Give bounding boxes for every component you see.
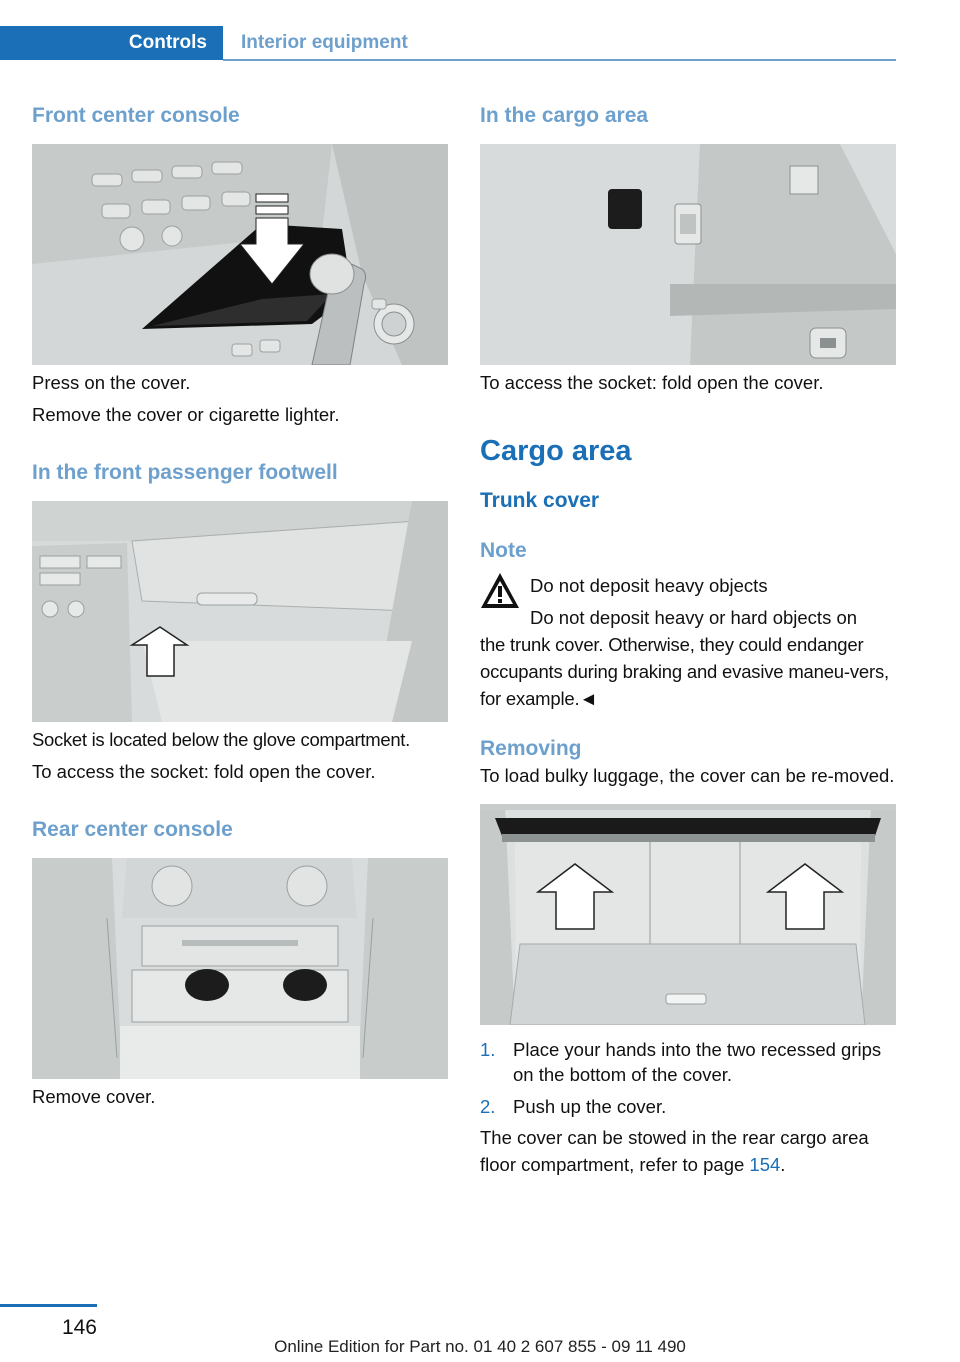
page-reference-link[interactable]: 154 — [749, 1154, 781, 1175]
left-column: Front center console — [32, 100, 448, 1110]
rear-center-text-1: Remove cover. — [32, 1086, 156, 1107]
step-text: Place your hands into the two recessed g… — [513, 1039, 882, 1085]
footwell-text-1: Socket is located below the glove compar… — [32, 729, 410, 750]
tab-controls[interactable]: Controls — [0, 26, 223, 60]
heading-note: Note — [480, 539, 527, 562]
step-number: 1. — [480, 1039, 496, 1060]
heading-front-center-console: Front center console — [32, 104, 240, 127]
front-center-console-figure — [32, 144, 448, 365]
stow-text-end: . — [780, 1154, 786, 1175]
stow-text: The cover can be stowed in the rear carg… — [480, 1124, 896, 1178]
warning-title: Do not deposit heavy objects — [530, 575, 768, 596]
footwell-text-2: To access the socket: fold open the cove… — [32, 761, 376, 782]
step-text: Push up the cover. — [513, 1096, 667, 1117]
tab-interior-equipment[interactable]: Interior equipment — [241, 32, 408, 53]
list-item: 2. Push up the cover. — [480, 1094, 896, 1119]
warning-line-1: Do not deposit heavy or hard objects on — [530, 607, 858, 628]
tab-divider — [223, 59, 896, 61]
cargo-area-socket-figure — [480, 144, 896, 365]
front-center-step-1: Press on the cover. — [32, 372, 191, 393]
trunk-cover-removal-figure — [480, 804, 896, 1025]
heading-rear-center-console: Rear center console — [32, 818, 233, 841]
chapter-tab-bar: Controls Interior equipment — [0, 26, 896, 62]
footer-rule — [0, 1304, 97, 1307]
heading-front-passenger-footwell: In the front passenger footwell — [32, 461, 338, 484]
heading-cargo-area: Cargo area — [480, 435, 632, 467]
heading-removing: Removing — [480, 737, 582, 760]
list-item: 1. Place your hands into the two recessed… — [480, 1037, 896, 1087]
page-number: 146 — [61, 1316, 97, 1339]
front-passenger-footwell-figure — [32, 501, 448, 722]
warning-block: Do not deposit heavy objects Do not depo… — [480, 572, 896, 712]
removal-steps-list: 1. Place your hands into the two recessed… — [480, 1037, 896, 1119]
heading-in-the-cargo-area: In the cargo area — [480, 104, 649, 127]
edition-note: Online Edition for Part no. 01 40 2 607 … — [274, 1337, 686, 1356]
rear-center-console-figure — [32, 858, 448, 1079]
front-center-step-2: Remove the cover or cigarette lighter. — [32, 404, 340, 425]
stow-text-body: The cover can be stowed in the rear carg… — [480, 1127, 869, 1175]
removing-intro: To load bulky luggage, the cover can be … — [480, 765, 895, 786]
right-column: In the cargo area To access the socket: … — [480, 100, 896, 1178]
cargo-socket-text-1: To access the socket: fold open the cove… — [480, 372, 824, 393]
warning-text: the trunk cover. Otherwise, they could e… — [480, 634, 889, 709]
step-number: 2. — [480, 1096, 496, 1117]
warning-triangle-icon — [480, 572, 520, 610]
heading-trunk-cover: Trunk cover — [480, 489, 600, 512]
